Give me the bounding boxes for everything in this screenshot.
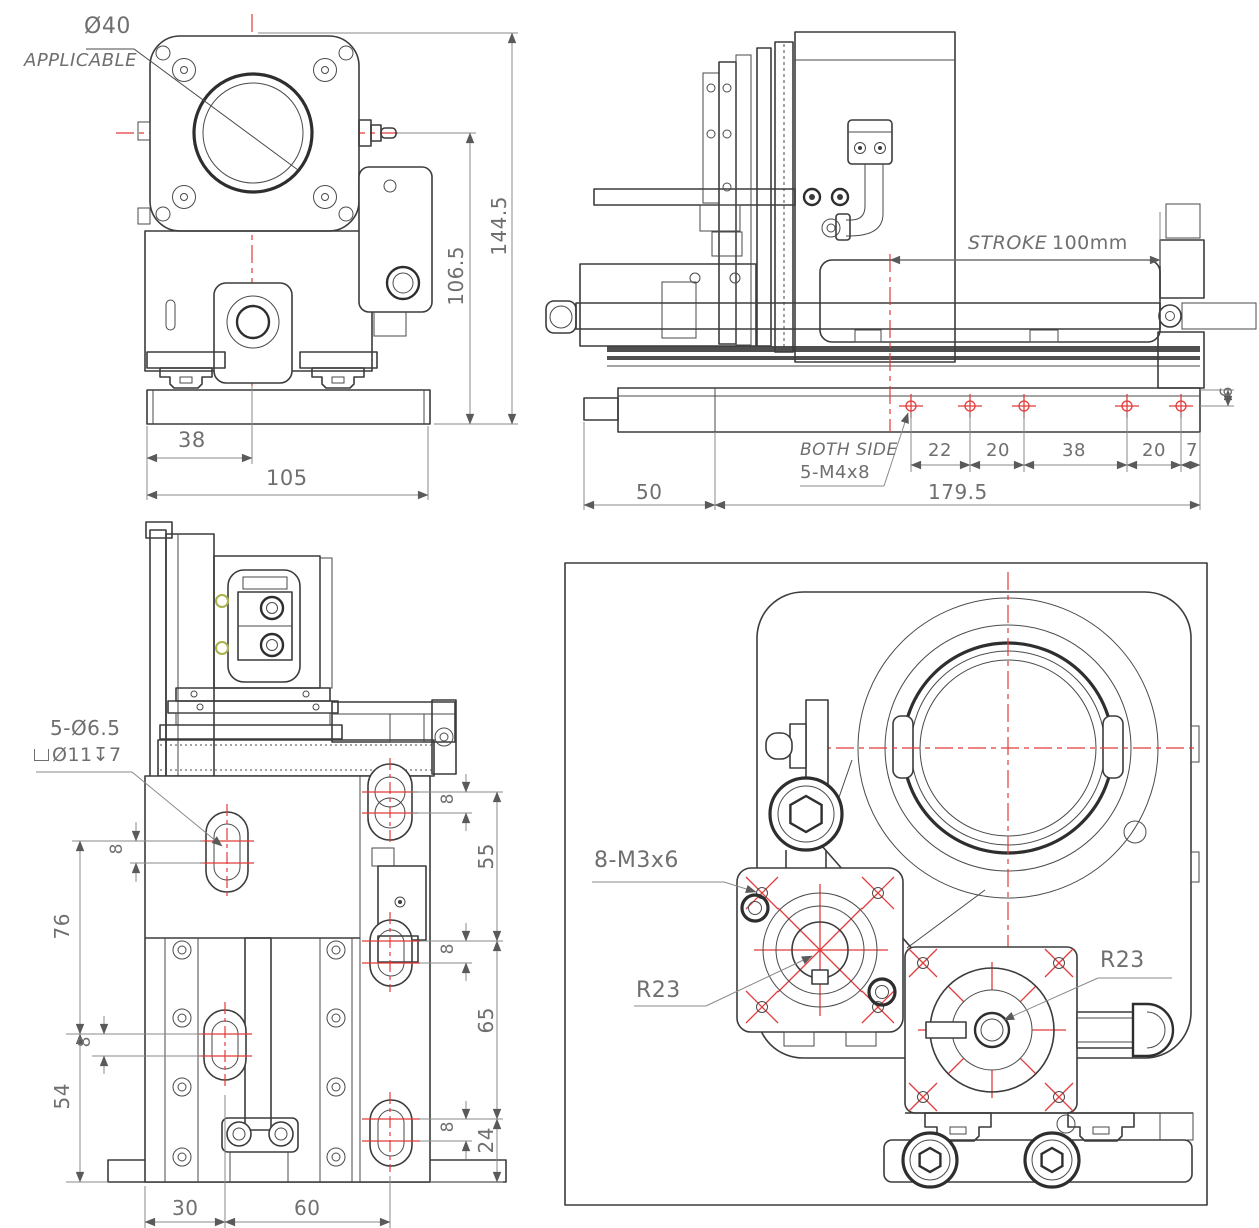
counterbore-symbol-icon: [34, 749, 49, 761]
side-dim-6: 6: [1217, 386, 1237, 398]
rear-dim-65: 65: [474, 1007, 498, 1034]
rear-holes-callout: 5-Ø6.5: [50, 716, 121, 740]
rear-dim-8-b: 8: [75, 1036, 95, 1048]
front-dim-38: 38: [178, 428, 206, 452]
rear-dim-30: 30: [172, 1196, 199, 1220]
side-dim-20a: 20: [986, 440, 1010, 461]
rear-dim-24: 24: [474, 1127, 498, 1154]
detail-radius-right: R23: [1100, 948, 1145, 973]
side-view-hole-markers: [899, 394, 1193, 418]
rear-dim-8-e: 8: [438, 1121, 458, 1133]
side-both-side-label: BOTH SIDE: [800, 440, 898, 460]
front-dim-144-5: 144.5: [487, 196, 511, 256]
front-dim-106-5: 106.5: [444, 246, 468, 306]
side-dim-179-5: 179.5: [928, 480, 988, 504]
rear-dim-8-d: 8: [438, 943, 458, 955]
front-view-dimensions: [146, 32, 518, 500]
detail-screws-callout: 8-M3x6: [594, 848, 679, 873]
rear-dim-8-c: 8: [438, 793, 458, 805]
detail-view-leaders: [592, 881, 1172, 1021]
side-stroke-value: 100mm: [1052, 232, 1128, 254]
rear-dim-60: 60: [294, 1196, 321, 1220]
side-dim-38: 38: [1062, 440, 1086, 461]
front-diameter-callout: Ø40: [84, 14, 131, 39]
front-view-geometry: [86, 14, 433, 425]
side-dim-50: 50: [636, 480, 663, 504]
rear-view-slot-centerlines: [224, 758, 391, 1172]
side-holes-callout: 5-M4x8: [800, 462, 871, 483]
side-view-geometry: [545, 31, 1257, 433]
rear-dim-55: 55: [474, 843, 498, 870]
detail-view-geometry: [564, 562, 1208, 1206]
side-dim-7: 7: [1186, 440, 1198, 461]
rear-dim-76: 76: [50, 913, 74, 940]
side-stroke-label: STROKE: [968, 232, 1048, 254]
rear-view-rail-holes: [172, 940, 346, 1167]
front-dim-105: 105: [266, 466, 308, 490]
side-dim-20b: 20: [1142, 440, 1166, 461]
side-dim-22: 22: [928, 440, 952, 461]
front-applicable-label: APPLICABLE: [24, 50, 137, 71]
rear-dim-8-a: 8: [107, 843, 127, 855]
detail-radius-left: R23: [636, 978, 681, 1003]
rear-view-slot-crosshairs: [198, 791, 420, 1142]
rear-dim-54: 54: [50, 1083, 74, 1110]
rear-counterbore-callout: Ø11↧7: [34, 746, 122, 765]
rear-view-dimensions: [36, 771, 503, 1228]
rear-view-geometry: [107, 521, 507, 1183]
side-view-dimensions: [583, 212, 1234, 510]
